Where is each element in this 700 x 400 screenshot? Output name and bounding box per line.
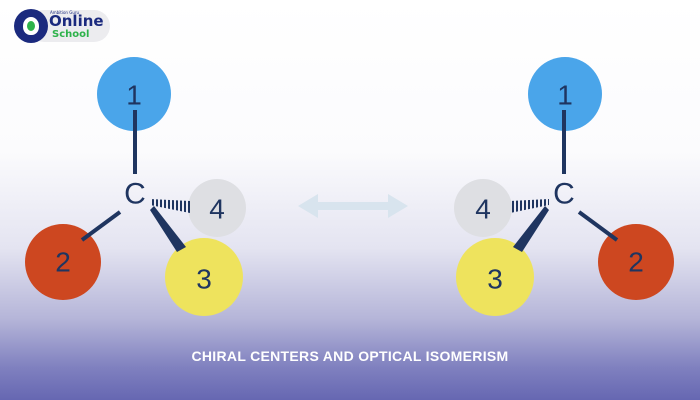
right-label-1: 1 [557,80,573,111]
left-wedge-bond-3 [150,206,186,252]
right-wedge-bond-3 [513,206,549,252]
left-label-2: 2 [55,247,71,278]
right-label-3: 3 [487,264,503,295]
right-atom-3 [456,238,534,316]
caption: CHIRAL CENTERS AND OPTICAL ISOMERISM [191,348,509,364]
right-bond-2 [577,210,619,242]
left-label-4: 4 [209,194,225,225]
right-atom-1 [528,57,602,131]
left-center-carbon: C [124,178,146,211]
left-bond-2 [80,210,122,242]
right-center-carbon: C [553,178,575,211]
right-atom-4 [454,179,512,237]
left-atom-4 [188,179,246,237]
left-atom-1 [97,57,171,131]
left-atom-3 [165,238,243,316]
logo-badge-icon [14,9,48,43]
logo-subtitle: School [52,29,90,40]
molecule-right: 1 2 4 3 C [454,57,674,316]
molecule-left: 1 2 4 3 C [25,57,246,316]
logo-tagline: Ambition Guru [50,10,80,15]
left-atom-2 [25,224,101,300]
right-label-2: 2 [628,247,644,278]
left-label-3: 3 [196,264,212,295]
right-hashed-bond-4 [510,199,549,213]
right-label-4: 4 [475,194,491,225]
left-label-1: 1 [126,80,142,111]
right-atom-2 [598,224,674,300]
left-hashed-bond-4 [150,199,190,213]
logo-leaf-icon [27,21,35,31]
online-school-logo: Ambition Guru Online School [14,9,110,43]
double-arrow-icon [298,194,408,218]
logo-wordmark: Online [49,12,104,30]
